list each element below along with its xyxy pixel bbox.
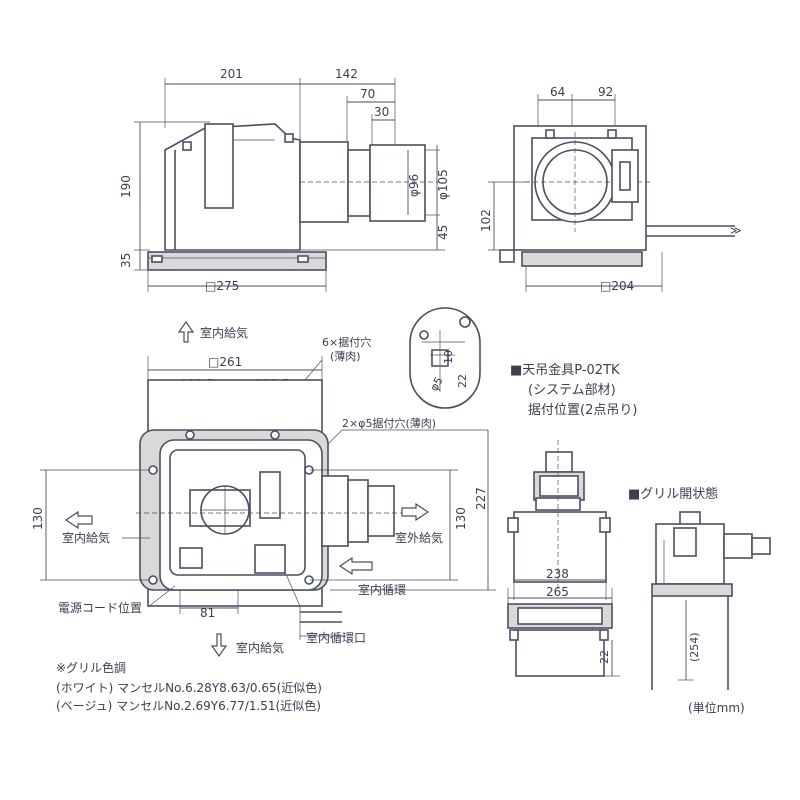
color-note-white: (ホワイト) マンセルNo.6.28Y8.63/0.65(近似色): [56, 681, 322, 695]
dim-64: 64: [550, 85, 565, 99]
color-note-title: ※グリル色調: [56, 661, 126, 675]
label-indoor-circulation: 室内循環: [358, 582, 406, 597]
grille-open-section: ■グリル開状態 (254) (単位mm): [628, 486, 771, 715]
side-view: 201 142 70 30 190 35 φ96 φ105 45: [119, 67, 450, 293]
dim-142: 142: [335, 67, 358, 81]
dim-30: 30: [374, 105, 389, 119]
dim-phi105: φ105: [436, 169, 450, 200]
dim-204: □204: [600, 279, 634, 293]
label-outdoor-supply: 室外給気: [395, 530, 443, 545]
hanger-sub2: 据付位置(2点吊り): [528, 403, 637, 418]
dim-130-right: 130: [454, 507, 468, 530]
dim-81: 81: [200, 606, 215, 620]
color-note: ※グリル色調 (ホワイト) マンセルNo.6.28Y8.63/0.65(近似色)…: [56, 661, 322, 713]
dim-227: 227: [474, 487, 488, 510]
dim-265: 265: [546, 585, 569, 599]
dim-201: 201: [220, 67, 243, 81]
label-indoor-supply-left: 室内給気: [62, 530, 110, 545]
hanger-section: ■天吊金具P-02TK (システム部材) 据付位置(2点吊り) 238 265 …: [507, 362, 637, 677]
dim-hanger-22: 22: [598, 650, 611, 664]
dim-190: 190: [119, 175, 133, 198]
mount-hole-detail: 22 10 φ5: [409, 307, 481, 409]
unit-label: (単位mm): [688, 700, 745, 715]
dim-254: (254): [688, 632, 701, 662]
dim-275: □275: [205, 279, 239, 293]
label-mount-holes-sub: (薄肉): [330, 349, 361, 363]
dim-35: 35: [119, 253, 133, 268]
top-view: 室内給気 6×据付穴 (薄肉) □261 113.5 113.5 130 2×φ…: [31, 320, 496, 658]
label-power-cord: 電源コード位置: [58, 600, 142, 615]
dim-phi5: φ5: [427, 375, 445, 394]
dim-22: 22: [456, 374, 469, 388]
dim-102: 102: [479, 209, 493, 232]
dim-phi96: φ96: [407, 174, 421, 197]
dim-70: 70: [360, 87, 375, 101]
svg-text:≫: ≫: [730, 224, 742, 237]
dim-45: 45: [436, 225, 450, 240]
label-phi5-holes: 2×φ5据付穴(薄肉): [342, 416, 436, 430]
dim-130-left: 130: [31, 507, 45, 530]
dim-10: 10: [442, 350, 455, 364]
label-mount-holes: 6×据付穴: [322, 335, 371, 349]
dim-92: 92: [598, 85, 613, 99]
color-note-beige: (ベージュ) マンセルNo.2.69Y6.77/1.51(近似色): [56, 699, 321, 713]
dim-238: 238: [546, 567, 569, 581]
hanger-sub1: (システム部材): [528, 383, 616, 398]
label-indoor-supply-top: 室内給気: [200, 325, 248, 340]
dim-261: □261: [208, 355, 242, 369]
label-circulation-port: 室内循環口: [306, 630, 366, 645]
front-view: 64 92 ≫ 102 □204: [479, 85, 742, 293]
label-indoor-supply-bottom: 室内給気: [236, 640, 284, 655]
grille-open-title: ■グリル開状態: [628, 486, 718, 502]
hanger-title: ■天吊金具P-02TK: [510, 362, 620, 378]
